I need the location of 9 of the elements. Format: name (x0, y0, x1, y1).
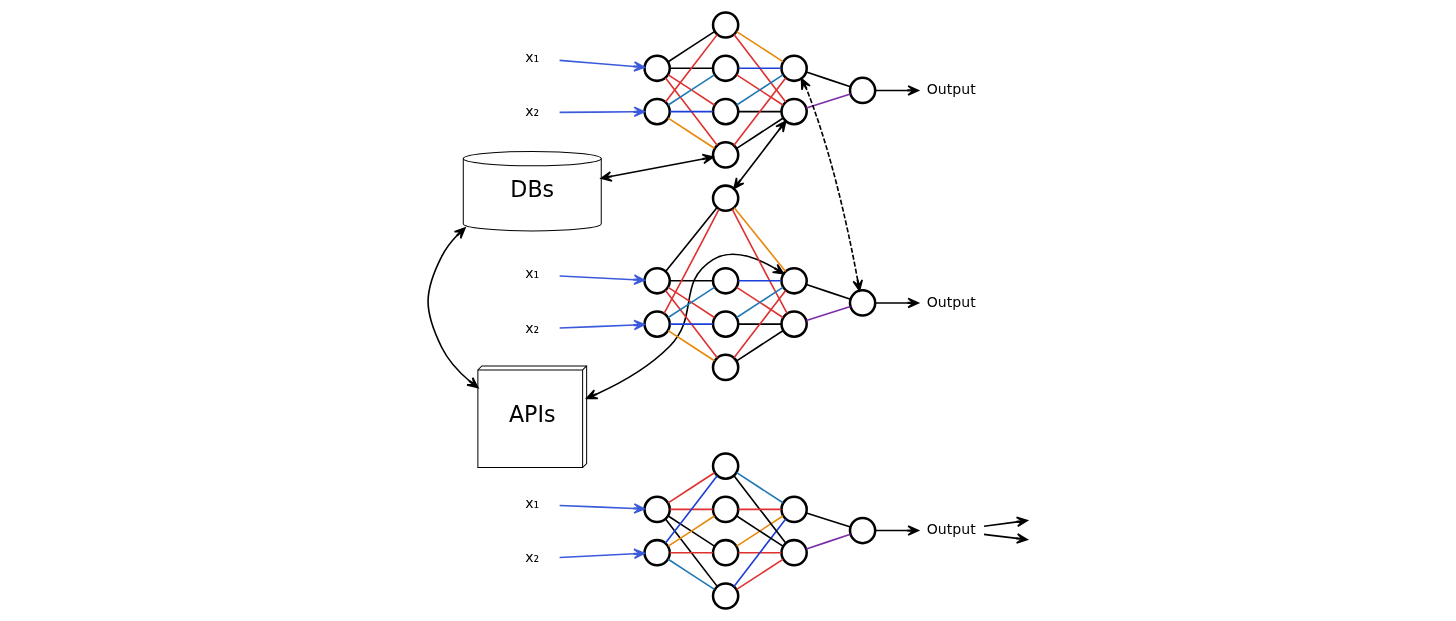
node-text: x₂ (525, 319, 540, 336)
node-text: x₂ (525, 549, 540, 566)
node-text: x₁ (525, 265, 540, 282)
node-text: Output (926, 293, 976, 310)
node-text: Output (926, 81, 976, 98)
node-text: x₁ (525, 48, 540, 65)
node-text: x₂ (525, 103, 540, 120)
node-text: x₁ (525, 495, 540, 512)
node-text: Output (926, 521, 976, 538)
